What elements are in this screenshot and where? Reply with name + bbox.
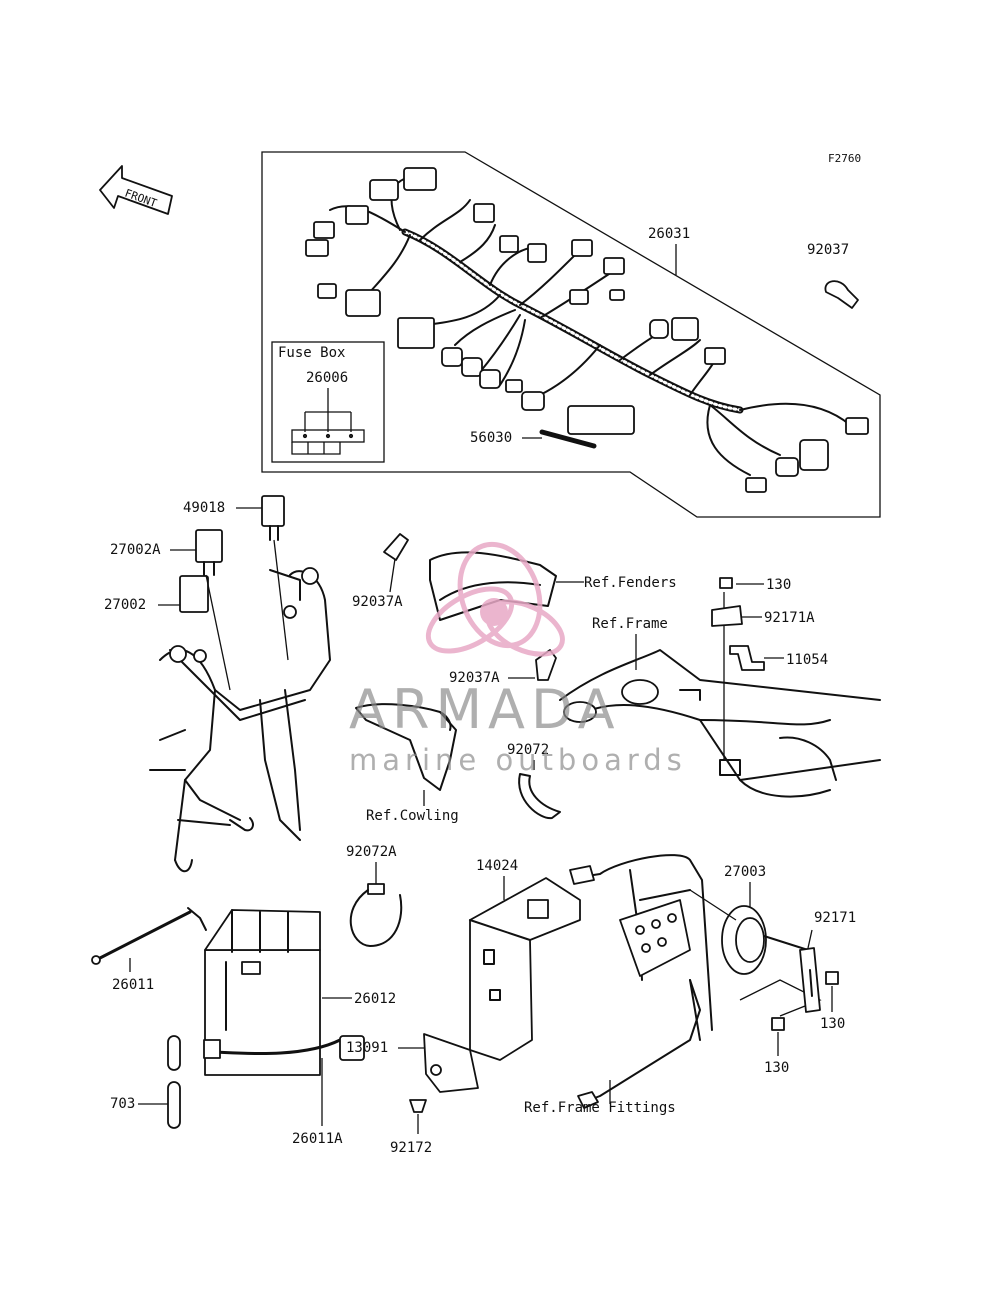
part-label-92072A: 92072A [346, 844, 397, 860]
ref-frame-fittings-label: Ref.Frame Fittings [524, 1100, 676, 1116]
bracket-11054-icon [729, 645, 765, 671]
ref-cowling-label: Ref.Cowling [366, 808, 459, 824]
battery-cable-26011-icon [91, 907, 207, 965]
part-label-92171: 92171 [814, 910, 856, 926]
main-wiring-harness [305, 167, 869, 493]
holder-13091-icon [423, 1033, 479, 1093]
bolt-130-icon [719, 577, 733, 589]
ref-frame-label: Ref.Frame [592, 616, 668, 632]
part-label-26031: 26031 [648, 226, 690, 242]
fuse-box-title: Fuse Box [278, 345, 345, 361]
part-label-49018: 49018 [183, 500, 225, 516]
part-label-27002A: 27002A [110, 542, 161, 558]
part-label-14024: 14024 [476, 858, 518, 874]
bolt-92172-icon [409, 1099, 427, 1113]
part-label-26012: 26012 [354, 991, 396, 1007]
part-label-130-1: 130 [766, 577, 791, 593]
battery-26012-icon [204, 909, 321, 1076]
part-label-27002: 27002 [104, 597, 146, 613]
armada-logo-icon [425, 541, 565, 657]
cable-tie-92072-icon [518, 773, 561, 820]
part-label-56030: 56030 [470, 430, 512, 446]
cable-tie-92072A-icon [349, 883, 403, 947]
part-label-130-2: 130 [820, 1016, 845, 1032]
part-label-92037A-2: 92037A [449, 670, 500, 686]
front-arrow-icon: FRONT [99, 165, 173, 215]
part-label-92072: 92072 [507, 742, 549, 758]
harness-frame [261, 151, 881, 518]
bolt-130-2-icon [825, 971, 839, 985]
battery-case-14024-icon [469, 877, 581, 1061]
horn-27003-icon [721, 905, 809, 975]
clip-92171A-icon [711, 605, 743, 627]
battery-cable-26011A-icon [203, 1035, 365, 1061]
part-label-92037: 92037 [807, 242, 849, 258]
part-label-26011: 26011 [112, 977, 154, 993]
figure-code: F2760 [828, 152, 861, 165]
relay-27002A-icon [195, 529, 223, 576]
part-label-92171A: 92171A [764, 610, 815, 626]
bolt-130-3-icon [771, 1017, 785, 1031]
part-label-92172: 92172 [390, 1140, 432, 1156]
tube-703-icon [167, 1035, 181, 1129]
watermark-tagline: marine outboards [349, 743, 687, 777]
part-label-26011A: 26011A [292, 1131, 343, 1147]
ref-fenders-label: Ref.Fenders [584, 575, 677, 591]
part-label-92037A-1: 92037A [352, 594, 403, 610]
mounting-bracket-frame [149, 567, 331, 873]
relay-49018-icon [261, 495, 285, 541]
fuse-box-part-label: 26006 [306, 370, 348, 386]
cowling-part [355, 703, 457, 791]
main-frame-part [559, 649, 881, 798]
fuse-box-inset: Fuse Box 26006 [271, 341, 385, 463]
part-label-11054: 11054 [786, 652, 828, 668]
part-label-130-3: 130 [764, 1060, 789, 1076]
part-label-13091: 13091 [346, 1040, 388, 1056]
part-label-27003: 27003 [724, 864, 766, 880]
frame-fittings-part [569, 854, 713, 1109]
clip-92037-icon [824, 280, 859, 309]
watermark: ARMADA marine outboards [349, 541, 687, 777]
clip-92037A-icon [383, 533, 409, 561]
relay-27002-icon [179, 575, 209, 613]
bracket-92171-icon [799, 947, 821, 1013]
watermark-brand: ARMADA [349, 678, 621, 741]
part-label-703: 703 [110, 1096, 135, 1112]
